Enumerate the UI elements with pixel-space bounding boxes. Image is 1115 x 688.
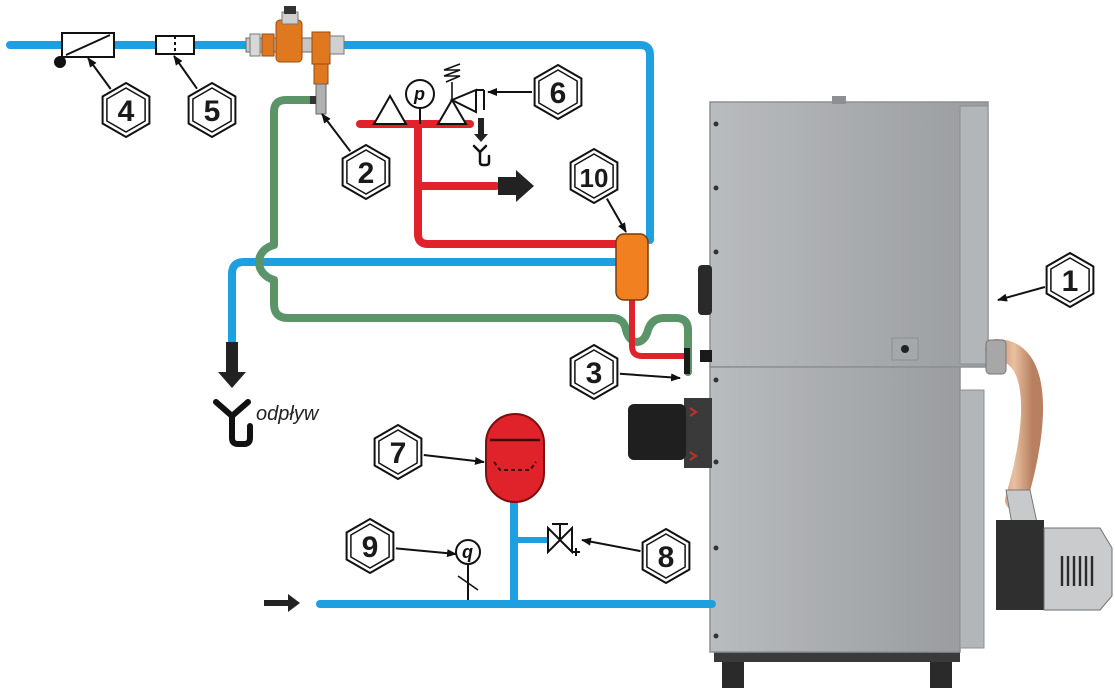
callout-3: 3 xyxy=(569,343,681,401)
check-valve-left xyxy=(372,93,408,125)
cold-water-supply-pipe xyxy=(6,41,654,244)
boiler-body-upper xyxy=(709,101,989,368)
callout-6: 6 xyxy=(487,63,583,121)
flange-bolts xyxy=(689,407,698,461)
callout-badge-3 xyxy=(569,343,619,401)
callout-badge-2 xyxy=(341,143,391,201)
callout-number-4: 4 xyxy=(118,95,135,128)
callout-leader-5 xyxy=(173,55,198,90)
boiler-rivets xyxy=(713,121,719,639)
hose-coupler xyxy=(985,339,1007,375)
callout-number-1: 1 xyxy=(1062,265,1079,298)
pressure-gauge-symbol: p xyxy=(413,84,425,104)
callout-number-6: 6 xyxy=(550,77,567,110)
callout-badge-inner-9 xyxy=(350,523,390,569)
callout-leader-7 xyxy=(423,454,485,465)
pellet-feed-hose xyxy=(985,339,1043,511)
drain-arrow xyxy=(218,342,246,388)
callout-number-9: 9 xyxy=(362,531,379,564)
hot-outflow-arrow xyxy=(498,170,534,202)
callout-badge-7 xyxy=(373,423,423,481)
callout-number-3: 3 xyxy=(586,357,603,390)
safety-drain-arrow xyxy=(474,118,488,142)
burner-flange xyxy=(684,398,712,468)
callout-number-7: 7 xyxy=(390,437,407,470)
callout-badge-10 xyxy=(569,147,619,205)
callout-4: 4 xyxy=(87,57,151,139)
component-shutoff-valve xyxy=(547,523,580,556)
feed-inflow-arrow xyxy=(264,594,300,612)
boiler-top-cap xyxy=(832,96,846,104)
boiler-inlet-stub xyxy=(700,350,712,362)
callout-badge-inner-2 xyxy=(346,149,386,195)
safety-drain-symbol xyxy=(472,144,491,167)
hot-pipe-main xyxy=(414,120,630,248)
callouts: 1 2 3 4 5 6 7 8 9 10 xyxy=(87,55,1095,585)
return-pipe xyxy=(255,96,692,376)
callout-badge-inner-7 xyxy=(378,429,418,475)
motor-fins xyxy=(1060,556,1094,586)
component-thermometer: q xyxy=(455,539,481,600)
callout-badge-1 xyxy=(1045,251,1095,309)
boiler-body-lower xyxy=(709,366,961,653)
burner-motor xyxy=(1043,527,1113,611)
safety-valve xyxy=(436,98,468,125)
pellet-burner-body xyxy=(996,520,1044,610)
pipes xyxy=(6,41,716,608)
callout-number-8: 8 xyxy=(658,541,675,574)
callout-9: 9 xyxy=(345,517,457,575)
boiler-door-lower xyxy=(959,389,985,649)
boiler-handle xyxy=(698,265,712,315)
burner-tube xyxy=(628,404,686,460)
drain-label: odpływ xyxy=(256,403,320,425)
callout-leader-10 xyxy=(606,198,627,233)
component-heat-exchanger xyxy=(615,233,649,301)
mixing-valve-group xyxy=(245,6,345,115)
callout-badge-inner-4 xyxy=(106,87,146,133)
callout-badge-9 xyxy=(345,517,395,575)
callout-leader-4 xyxy=(87,57,112,90)
callout-number-2: 2 xyxy=(358,157,375,190)
callout-badge-inner-3 xyxy=(574,349,614,395)
callout-badge-6 xyxy=(533,63,583,121)
hot-pipe-boiler xyxy=(629,297,689,359)
component-filter xyxy=(54,32,115,68)
callout-leader-8 xyxy=(581,537,641,553)
callout-leader-2 xyxy=(321,113,352,152)
callout-8: 8 xyxy=(581,527,691,585)
callout-badge-inner-10 xyxy=(574,153,614,199)
boiler-door-upper xyxy=(959,105,989,365)
callout-2: 2 xyxy=(321,113,391,201)
callout-7: 7 xyxy=(373,423,485,481)
flow-arrows xyxy=(218,118,534,612)
component-thermal-valve xyxy=(684,348,690,374)
drain-line-pipe xyxy=(228,258,624,346)
callout-5: 5 xyxy=(173,55,237,139)
component-strainer xyxy=(155,35,195,55)
drain-symbol xyxy=(213,399,253,447)
boiler xyxy=(628,96,1113,688)
callout-leader-1 xyxy=(997,286,1046,302)
component-safety-group: p xyxy=(372,63,485,125)
callout-leader-9 xyxy=(395,547,457,558)
callout-badge-4 xyxy=(101,81,151,139)
callout-number-5: 5 xyxy=(204,95,221,128)
boiler-sight-hole xyxy=(901,345,909,353)
callout-badge-8 xyxy=(641,527,691,585)
callout-1: 1 xyxy=(997,251,1095,309)
callout-number-10: 10 xyxy=(580,163,609,193)
component-expansion-vessel xyxy=(485,413,545,503)
callout-badge-5 xyxy=(187,81,237,139)
thermometer-symbol: q xyxy=(462,542,473,562)
safety-valve-spring xyxy=(443,63,461,83)
callout-badge-inner-5 xyxy=(192,87,232,133)
callout-10: 10 xyxy=(569,147,627,233)
callout-badge-inner-6 xyxy=(538,69,578,115)
callout-badge-inner-1 xyxy=(1050,257,1090,303)
callout-badge-inner-8 xyxy=(646,533,686,579)
callout-leader-3 xyxy=(619,372,681,382)
